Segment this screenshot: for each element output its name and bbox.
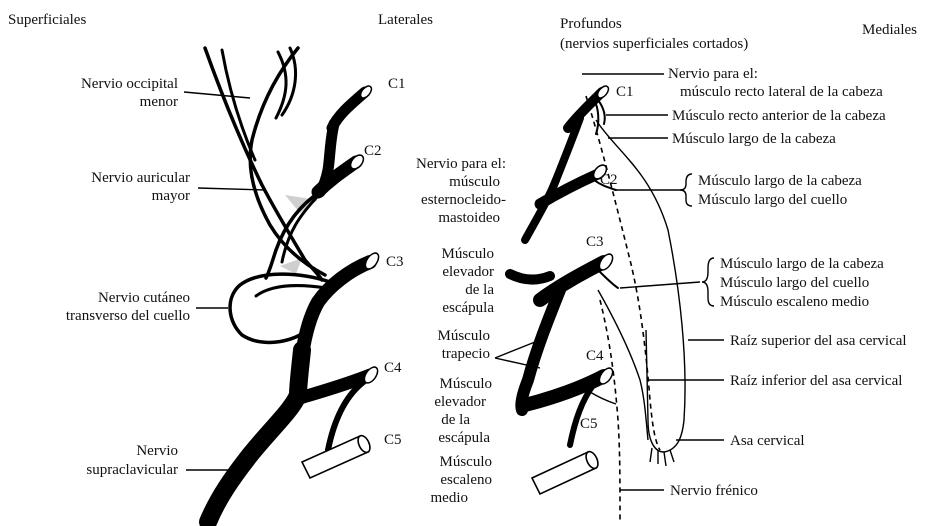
label-recto-lat-2: músculo recto lateral de la cabeza [680,84,883,100]
label-elev1-2: elevador [442,264,494,280]
leader-c3 [620,282,700,288]
brace-c3 [702,258,714,306]
level-c5-left: C5 [384,432,402,448]
level-c4-right: C4 [586,348,604,364]
label-raiz-inf: Raíz inferior del asa cervical [730,373,902,389]
label-occipital-2: menor [140,94,178,110]
label-elev2-3: de la [441,412,470,428]
label-auricular-2: mayor [152,188,190,204]
header-laterales: Laterales [378,12,433,28]
label-elev1-4: escápula [442,300,494,316]
deep-plexus-drawing [510,74,685,520]
phrenic-c4-contrib [590,392,616,404]
label-recto-lat-1: Nervio para el: [668,66,758,82]
c3-levator-branch [510,274,550,280]
great-auricular-branch-b [276,52,286,118]
label-supra-1: Nervio [136,443,178,459]
label-c2-1: Músculo largo de la cabeza [698,173,862,189]
root-c5-tube-deep [532,450,600,494]
middle-labels: Nervio para el: músculo esternocleido- m… [416,156,506,506]
label-esc-1: Músculo [440,454,493,470]
level-c5-right: C5 [580,416,598,432]
c1-cap [358,84,373,100]
lesser-occipital-nerve [205,48,322,280]
label-ecm-3: esternocleido- [421,192,506,208]
label-c3-1: Músculo largo de la cabeza [720,256,884,272]
label-supra-2: supraclavicular [86,462,178,478]
label-occipital-1: Nervio occipital [81,76,178,92]
c1-cap-deep [595,84,610,100]
root-c5-tube [302,434,372,478]
leader-occipital [184,92,250,98]
label-asa: Asa cervical [730,433,805,449]
branch-largo-cabeza [596,104,598,134]
label-ecm-4: mastoideo [438,210,500,226]
label-trap-1: Músculo [438,328,491,344]
label-elev1-1: Músculo [442,246,495,262]
label-esc-3: medio [431,490,469,506]
header-superficiales: Superficiales [8,12,86,28]
level-c2-left: C2 [364,143,382,159]
label-cutaneo-1: Nervio cutáneo [98,290,190,306]
level-c1-left: C1 [388,76,406,92]
left-labels: Nervio occipital menor Nervio auricular … [66,76,190,478]
label-trap-2: trapecio [442,346,490,362]
label-c2-2: Músculo largo del cuello [698,192,847,208]
label-elev2-4: escápula [438,430,490,446]
level-c3-left: C3 [386,254,404,270]
supraclavicular-trunk [208,350,302,522]
label-auricular-1: Nervio auricular [91,170,190,186]
label-largo-cabeza: Músculo largo de la cabeza [672,131,836,147]
label-c3-2: Músculo largo del cuello [720,275,869,291]
ecm-branch-deep [525,180,556,240]
header-profundos: Profundos [560,16,622,32]
label-recto-ant: Músculo recto anterior de la cabeza [672,108,886,124]
label-raiz-sup: Raíz superior del asa cervical [730,333,907,349]
brace-c2 [680,174,692,206]
label-elev2-1: Músculo [440,376,493,392]
label-ecm-2: músculo [449,174,500,190]
label-cutaneo-2: transverso del cuello [66,308,190,324]
level-c3-right: C3 [586,234,604,250]
inferior-root-ansa [598,290,648,440]
ansa-branches [650,448,674,466]
header-mediales: Mediales [862,22,917,38]
level-c2-right: C2 [600,172,618,188]
phrenic-nerve [600,300,620,520]
label-esc-2: escaleno [440,472,492,488]
label-c3-3: Músculo escaleno medio [720,294,869,310]
level-c1-right: C1 [616,84,634,100]
header-profundos-subtitle: (nervios superficiales cortados) [560,36,748,52]
label-elev2-2: elevador [434,394,486,410]
superficial-plexus-drawing [205,48,381,522]
branch-c3-medial [598,270,618,288]
label-frenico: Nervio frénico [670,483,758,499]
label-ecm-1: Nervio para el: [416,156,506,172]
level-c4-left: C4 [384,360,402,376]
label-elev1-3: de la [465,282,494,298]
